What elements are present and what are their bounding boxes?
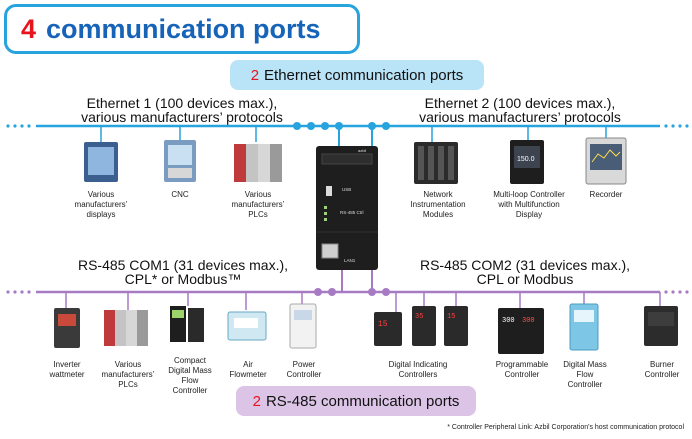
device-burner — [644, 306, 678, 346]
ethernet2-header: Ethernet 2 (100 devices max.), various m… — [410, 96, 630, 124]
label-cnc: CNC — [171, 190, 189, 199]
title-text: communication ports — [46, 13, 321, 44]
rs485-banner-number: 2 — [252, 392, 261, 410]
com2-header-line2: CPL or Modbus — [476, 271, 574, 287]
controller-lan-label: LAN1 — [344, 258, 356, 263]
device-multiloop: 150.0 — [510, 140, 544, 184]
device-power-controller — [289, 303, 317, 349]
label-plcs-com: Various manufacturers’ PLCs — [101, 360, 155, 389]
device-cnc — [164, 140, 196, 182]
title-number: 4 — [21, 13, 37, 44]
ethernet2-header-line2: various manufacturers’ protocols — [419, 109, 621, 125]
ethernet2-header-line1: Ethernet 2 (100 devices max.), — [424, 95, 616, 111]
svg-text:15: 15 — [447, 313, 455, 321]
label-burner: Burner Controller — [644, 360, 680, 379]
label-inverter: Inverter wattmeter — [49, 360, 85, 379]
page-title: 4 communication ports — [4, 4, 360, 54]
com1-header-line1: RS-485 COM1 (31 devices max.), — [77, 257, 289, 273]
rs485-banner: 2 RS-485 communication ports — [236, 386, 476, 416]
label-air-flowmeter: Air Flowmeter — [229, 360, 267, 379]
controller-brand-label: azbil — [358, 148, 366, 153]
ctrl-value-b: 300 — [522, 317, 535, 325]
label-plcs-eth: Various manufacturers’ PLCs — [231, 190, 285, 219]
ethernet-banner-number: 2 — [250, 66, 260, 84]
label-power-controller: Power Controller — [286, 360, 322, 379]
rs485-bus — [6, 270, 689, 312]
device-compact-mass-flow — [170, 306, 204, 342]
label-digital-mass-flow: Digital Mass Flow Controller — [563, 360, 607, 389]
device-plcs-eth — [234, 144, 282, 182]
device-digital-indicating: 15 35 15 — [374, 306, 468, 346]
svg-text:15: 15 — [378, 320, 388, 329]
footnote: * Controller Peripheral Link: Azbil Corp… — [447, 424, 684, 431]
label-programmable: Programmable Controller — [495, 360, 549, 379]
label-recorder: Recorder — [589, 190, 623, 199]
svg-text:35: 35 — [415, 313, 423, 321]
rs485-banner-text: RS-485 communication ports — [265, 392, 460, 410]
central-controller: USB RS-485 Ctrl LAN1 azbil — [316, 146, 378, 270]
ethernet1-header-line2: various manufacturers’ protocols — [81, 109, 283, 125]
com1-header: RS-485 COM1 (31 devices max.), CPL* or M… — [68, 258, 298, 286]
device-recorder — [585, 137, 627, 185]
device-air-flowmeter — [227, 311, 267, 341]
device-inverter — [54, 308, 80, 348]
com2-header: RS-485 COM2 (31 devices max.), CPL or Mo… — [410, 258, 640, 286]
device-displays — [84, 142, 118, 182]
com2-header-line1: RS-485 COM2 (31 devices max.), — [419, 257, 631, 273]
device-programmable: 300 300 — [498, 308, 544, 354]
controller-model-label: RS-485 Ctrl — [340, 210, 364, 215]
com1-header-line2: CPL* or Modbus™ — [124, 271, 242, 287]
ethernet-banner: 2 Ethernet communication ports — [230, 60, 484, 90]
controller-usb-label: USB — [342, 187, 351, 192]
label-network-modules: Network Instrumentation Modules — [410, 190, 466, 219]
ctrl-value-a: 300 — [502, 317, 515, 325]
label-multiloop: Multi-loop Controller with Multifunction… — [493, 190, 565, 219]
device-digital-mass-flow — [569, 303, 599, 351]
ethernet1-header-line1: Ethernet 1 (100 devices max.), — [86, 95, 278, 111]
multiloop-value: 150.0 — [517, 156, 535, 163]
label-displays: Various manufacturers’ displays — [74, 190, 128, 219]
device-network-modules — [414, 142, 458, 184]
ethernet1-header: Ethernet 1 (100 devices max.), various m… — [72, 96, 292, 124]
label-digital-indicating: Digital Indicating Controllers — [388, 360, 448, 379]
device-plcs-com — [104, 310, 148, 346]
ethernet-banner-text: Ethernet communication ports — [264, 66, 464, 84]
label-compact-mass-flow: Compact Digital Mass Flow Controller — [168, 356, 212, 395]
